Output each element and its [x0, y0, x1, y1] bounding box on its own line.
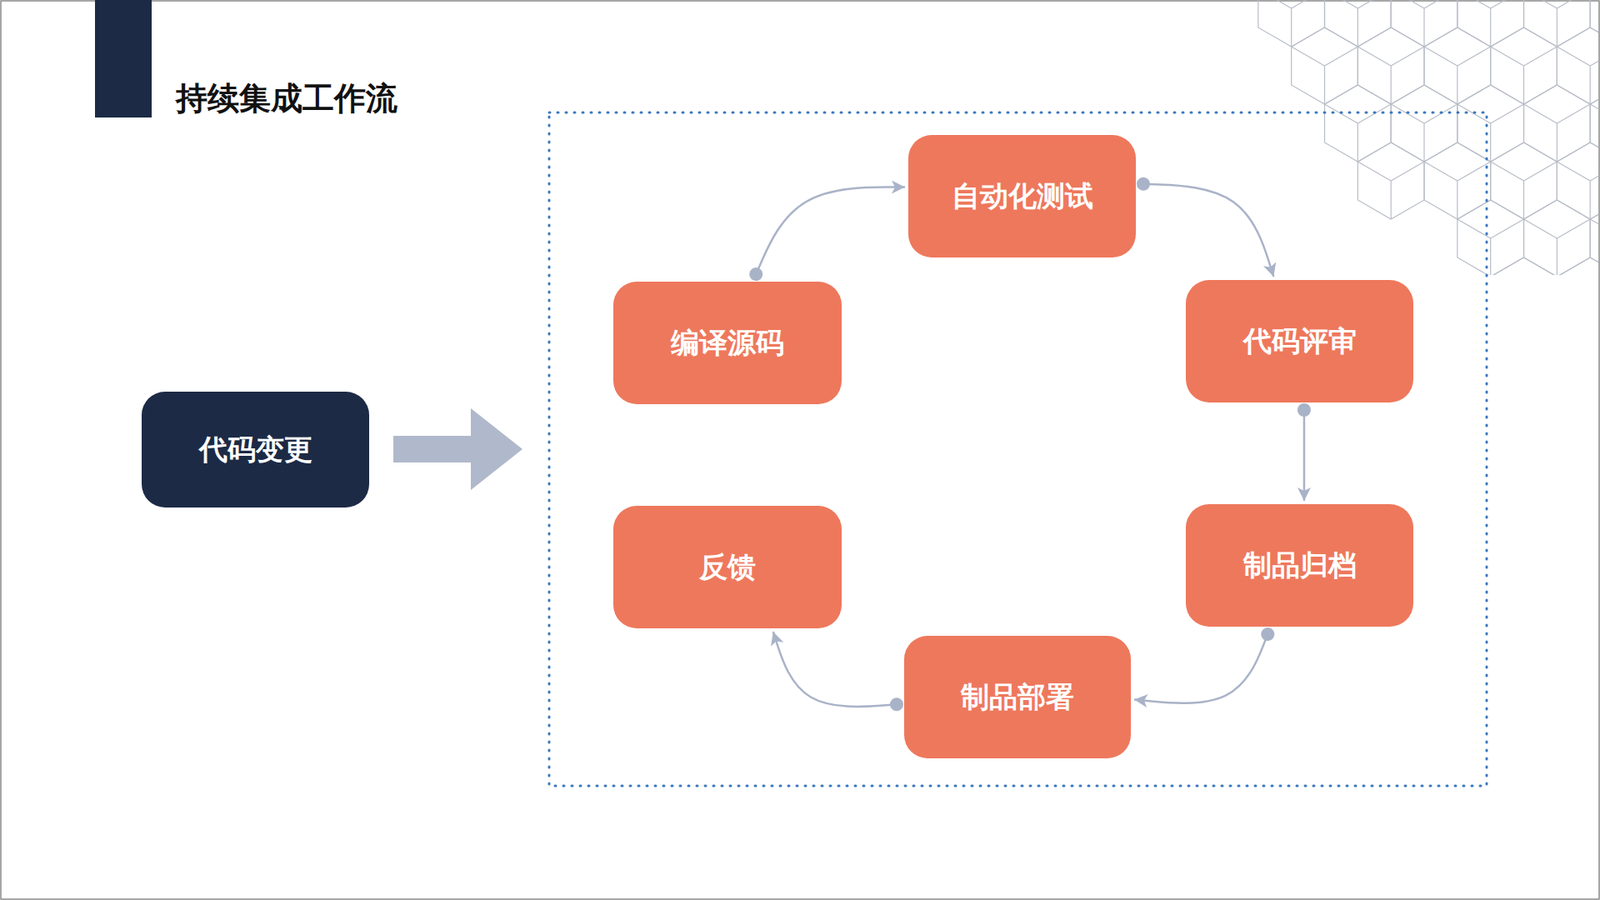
cube-outline: [1457, 85, 1525, 162]
cube-outline: [1490, 27, 1558, 105]
process-box: 制品归档: [1185, 504, 1414, 627]
flow-connector: [1134, 634, 1268, 704]
box-label: 编译源码: [670, 325, 785, 360]
page-title: 持续集成工作流: [175, 80, 398, 119]
flow-connector: [755, 186, 905, 275]
flow-connector: [773, 631, 897, 707]
cube-outline: [1590, 200, 1599, 275]
cube-outline: [1490, 257, 1558, 275]
box-label: 代码评审: [1243, 324, 1357, 359]
box-label: 代码变更: [199, 432, 313, 467]
block-arrow: [393, 408, 523, 490]
cube-outline: [1258, 0, 1325, 47]
cube-outline: [1524, 85, 1591, 162]
cube-outline: [1325, 85, 1392, 162]
cube-outline: [1291, 27, 1359, 105]
cube-outline: [1325, 0, 1392, 47]
pipeline-region: [549, 112, 1487, 786]
cube-pattern: [1258, 0, 1599, 275]
box-label: 制品部署: [960, 680, 1075, 715]
box-label: 自动化测试: [951, 179, 1094, 214]
connectors: [755, 184, 1305, 707]
cube-outline: [1590, 0, 1599, 47]
cube-outline: [1457, 0, 1525, 47]
title-bar: [95, 0, 152, 118]
process-box: 制品部署: [904, 635, 1131, 759]
cube-outline: [1424, 142, 1491, 220]
trigger-box: 代码变更: [141, 391, 370, 508]
cube-outline: [1424, 27, 1491, 105]
box-label: 制品归档: [1243, 548, 1357, 583]
cube-outline: [1556, 142, 1599, 220]
cube-outline: [1390, 85, 1458, 162]
cube-outline: [1524, 0, 1591, 47]
cube-outline: [1390, 0, 1458, 47]
cube-outline: [1357, 27, 1425, 105]
process-box: 代码评审: [1185, 280, 1414, 403]
cube-outline: [1490, 142, 1558, 220]
process-box: 自动化测试: [908, 135, 1136, 258]
cube-outline: [1590, 85, 1599, 162]
cube-outline: [1556, 257, 1599, 275]
flow-connector: [1303, 410, 1306, 501]
process-box: 反馈: [613, 505, 842, 629]
box-label: 反馈: [699, 550, 756, 585]
flow-connector: [1143, 184, 1274, 277]
cube-outline: [1556, 27, 1599, 105]
cube-outline: [1357, 142, 1425, 220]
process-box: 编译源码: [613, 281, 842, 405]
